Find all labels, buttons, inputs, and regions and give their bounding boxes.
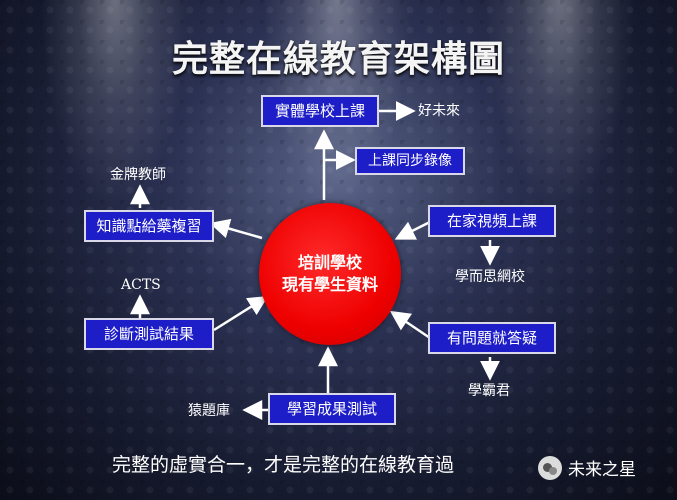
label-acts: ACTS [121, 277, 161, 293]
box-qa-support: 有問題就答疑 [428, 322, 556, 354]
arrow-center-to-left-upper [209, 218, 263, 240]
arrow-right-lower-to-center [389, 310, 431, 340]
label-gold-teacher: 金牌教師 [110, 167, 166, 183]
box-learning-assessment: 學習成果測試 [268, 393, 396, 425]
spotlight-left [40, 0, 190, 210]
spotlight-right [485, 0, 635, 210]
label-xueersi: 學而思網校 [455, 269, 525, 285]
label-yuantiku: 猿題庫 [188, 403, 230, 419]
watermark: 未来之星 [538, 455, 636, 480]
box-knowledge-review: 知識點給藥複習 [84, 210, 214, 242]
wechat-icon [538, 455, 562, 480]
center-line-1: 培訓學校 [297, 253, 362, 272]
arrow-to-center-from-left-lower [213, 296, 269, 332]
diagram-title: 完整在線教育架構圖 [171, 39, 505, 80]
center-node: 培訓學校 現有學生資料 [259, 203, 401, 345]
center-line-2: 現有學生資料 [281, 275, 378, 294]
label-tal: 好未來 [418, 103, 460, 119]
box-home-video-class: 在家視頻上課 [428, 205, 556, 237]
box-physical-class: 實體學校上課 [261, 95, 379, 127]
arrow-right-upper-to-center [394, 220, 431, 240]
footer-caption: 完整的虛實合一，才是完整的在線教育過 [112, 454, 455, 476]
label-xuebajun: 學霸君 [468, 383, 510, 399]
box-class-recording: 上課同步錄像 [355, 147, 465, 175]
box-diagnostic-results: 診斷測試結果 [84, 318, 214, 350]
watermark-text: 未来之星 [568, 460, 636, 480]
